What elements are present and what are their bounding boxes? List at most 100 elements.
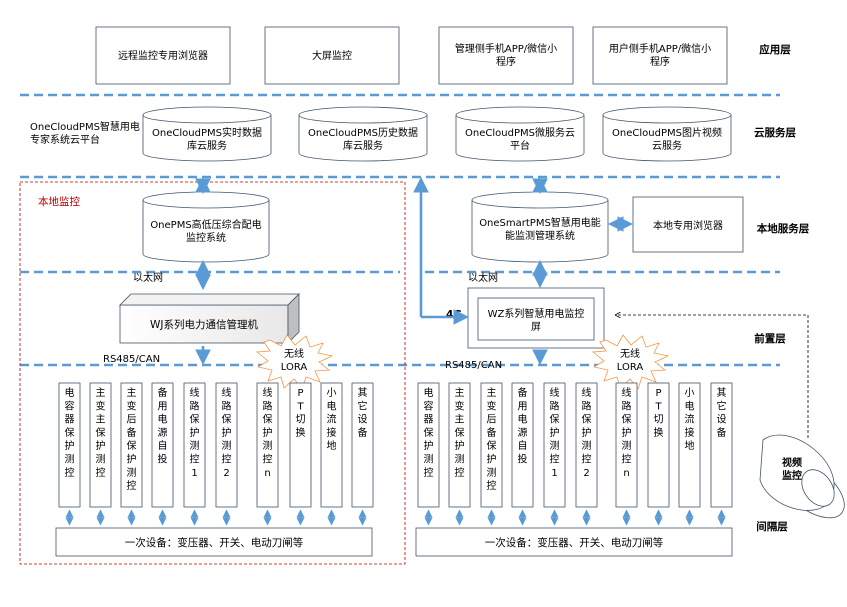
device-char: 护	[550, 426, 560, 439]
device-char: 护	[222, 426, 232, 439]
device-char: 测	[455, 453, 465, 466]
cloud-db-realtime[interactable]	[142, 106, 272, 162]
device-char: 护	[622, 426, 632, 439]
cloud-db-microservice[interactable]	[455, 106, 585, 162]
device-char: 流	[327, 413, 337, 426]
device-char: 电	[158, 413, 168, 426]
cloud-platform-label-2: 专家系统云平台	[30, 133, 100, 146]
local-db-onepms-label-1: OnePMS高低压综合配电	[150, 218, 261, 231]
device-char: 备	[358, 426, 368, 439]
device-char: 流	[685, 413, 695, 426]
wj-comm-manager-label: WJ系列电力通信管理机	[150, 318, 258, 331]
device-char: 路	[222, 399, 232, 412]
video-label-2: 监控	[782, 469, 802, 482]
device-char: 控	[190, 453, 200, 466]
app-label-big-screen: 大屏监控	[312, 49, 352, 62]
device-char: 护	[96, 439, 106, 452]
device-char: 保	[550, 413, 560, 426]
device-char: 测	[487, 466, 497, 479]
local-db-onesmartpms[interactable]	[471, 191, 609, 263]
device-char: 线	[582, 386, 592, 399]
device-char: 线	[263, 386, 273, 399]
device-box	[151, 382, 174, 508]
cloud-db-history[interactable]	[298, 106, 428, 162]
device-char: 测	[96, 453, 106, 466]
device-char: 接	[327, 426, 337, 439]
rs485-label-right: RS485/CAN	[445, 360, 502, 371]
app-box-user-app[interactable]	[592, 26, 728, 85]
primary-equipment-left-label: 一次设备：变压器、开关、电动刀闸等	[125, 536, 304, 549]
local-db-onepms-label-2: 监控系统	[186, 231, 226, 244]
video-camera[interactable]	[758, 429, 845, 519]
layer-label-app: 应用层	[759, 43, 791, 56]
device-char: 测	[190, 439, 200, 452]
primary-equipment-right[interactable]	[415, 527, 733, 557]
device-char: 测	[550, 439, 560, 452]
device-char: 护	[190, 426, 200, 439]
wz-monitor-inner	[477, 297, 595, 341]
device-char: 投	[518, 453, 528, 466]
device-char: 自	[518, 439, 528, 452]
app-box-big-screen[interactable]	[264, 26, 400, 85]
local-monitor-label: 本地监控	[38, 195, 80, 208]
device-char: 保	[487, 439, 497, 452]
cloud-db-media[interactable]	[602, 106, 732, 162]
device-box	[183, 382, 206, 508]
device-char: 护	[127, 453, 137, 466]
device-box	[575, 382, 598, 508]
device-char: 换	[296, 426, 306, 439]
cloud-db-realtime-label-2: 库云服务	[187, 139, 227, 152]
wj-comm-manager[interactable]	[119, 293, 300, 344]
device-group-left: 电容器保护测控主变主保护测控主变后备保护测控备用电源自投线路保护测控1线路保护测…	[58, 382, 374, 526]
cloud-db-media-label-2: 云服务	[652, 139, 682, 152]
device-char: 测	[222, 439, 232, 452]
device-char: 测	[622, 439, 632, 452]
device-char: 保	[127, 439, 137, 452]
device-char: 电	[518, 413, 528, 426]
local-db-onepms[interactable]	[142, 191, 270, 263]
cloud-db-cylinders	[142, 106, 732, 162]
device-char: 切	[654, 414, 664, 426]
device-box	[89, 382, 112, 508]
app-label-remote-browser: 远程监控专用浏览器	[118, 49, 208, 62]
device-char: 保	[424, 426, 434, 439]
cloud-db-history-label-1: OneCloudPMS历史数据	[308, 126, 418, 139]
cloud-db-media-label-1: OneCloudPMS图片视频	[612, 126, 722, 139]
app-box-admin-app[interactable]	[438, 26, 574, 85]
device-box	[120, 382, 143, 508]
app-label-user-app-1: 用户侧手机APP/微信小	[609, 42, 711, 55]
device-box	[351, 382, 374, 508]
device-char: P	[297, 388, 303, 399]
app-box-remote-browser[interactable]	[95, 26, 231, 85]
device-char: T	[296, 401, 304, 412]
device-char: 器	[424, 414, 434, 426]
device-box	[215, 382, 238, 508]
device-char: 主	[96, 387, 106, 399]
device-char: 保	[455, 426, 465, 439]
device-char: 电	[65, 386, 75, 399]
primary-equipment-left[interactable]	[55, 527, 373, 557]
device-char: 电	[685, 399, 695, 412]
device-char: 容	[424, 399, 434, 412]
cloud-platform-label-1: OneCloudPMS智慧用电	[30, 120, 140, 133]
